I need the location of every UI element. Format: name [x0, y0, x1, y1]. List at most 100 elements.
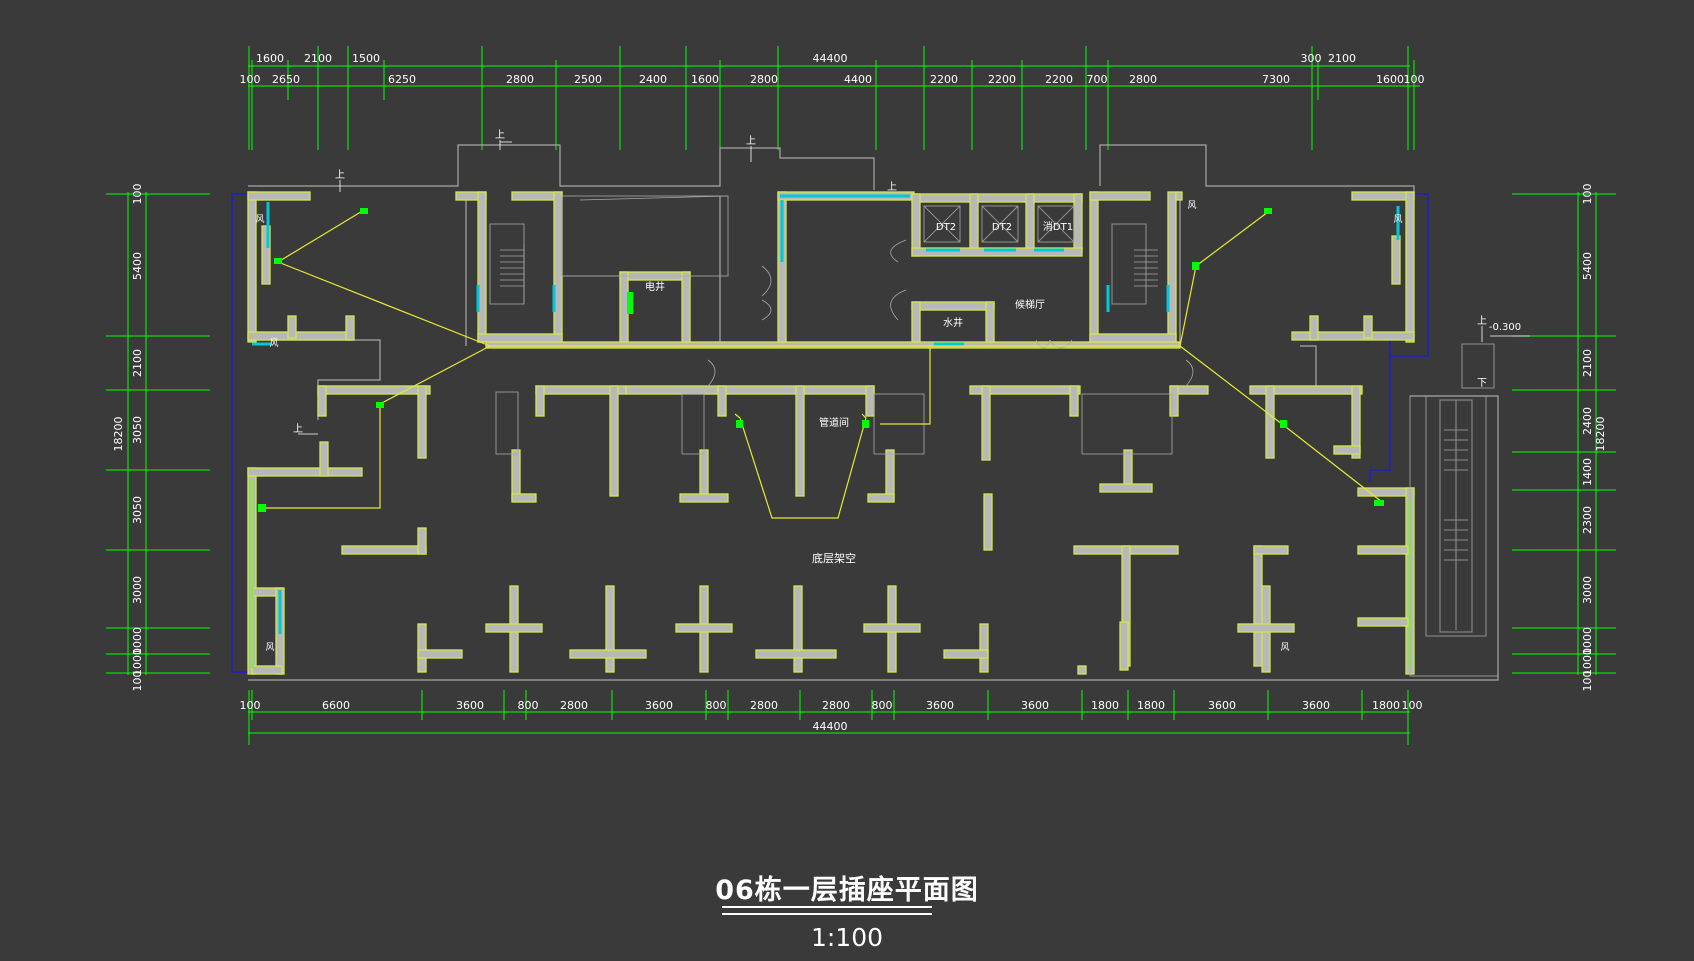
room-label-wind-5: 风	[1393, 214, 1402, 225]
dimension-lines	[106, 65, 1616, 734]
dim-bot-6: 800	[706, 699, 727, 712]
mark-up-2: 上	[335, 169, 345, 181]
dim-bot-overall: 44400	[813, 720, 848, 733]
dim-top-r2-8: 4400	[844, 73, 872, 86]
dim-top-r2-13: 2800	[1129, 73, 1157, 86]
socket-wiring	[262, 209, 1383, 519]
dim-bot-15: 3600	[1302, 699, 1330, 712]
dim-top-r2-11: 2200	[1045, 73, 1073, 86]
dim-top-r2-2: 6250	[388, 73, 416, 86]
dim-bot-4: 2800	[560, 699, 588, 712]
walls	[247, 191, 1415, 675]
dim-left-4: 3050	[131, 496, 144, 524]
dim-right-4: 1400	[1581, 458, 1594, 486]
dim-bot-7: 2800	[750, 699, 778, 712]
sockets	[258, 208, 1384, 512]
bottom-dimension-labels: 100 6600 3600 800 2800 3600 800 2800 280…	[240, 699, 1423, 733]
dim-top-r2-7: 2800	[750, 73, 778, 86]
dim-bot-0: 100	[240, 699, 261, 712]
dim-top-r2-9: 2200	[930, 73, 958, 86]
dim-top-r2-14: 7300	[1262, 73, 1290, 86]
socket-icon	[627, 292, 633, 314]
dim-left-5: 3000	[131, 576, 144, 604]
socket-icon	[1264, 208, 1272, 214]
dim-bot-16: 1800	[1372, 699, 1400, 712]
room-labels: DT2 DT2 消DT1 候梯厅 电井 水井 管道间 底层架空 风 风 风 风 …	[255, 200, 1402, 653]
room-label-pipe-room: 管道间	[819, 416, 849, 429]
dim-right-0: 100	[1581, 184, 1594, 205]
dim-top-r1-0: 1600	[256, 52, 284, 65]
dim-top-r2-10: 2200	[988, 73, 1016, 86]
dim-bot-13: 1800	[1137, 699, 1165, 712]
dim-right-7: 1000	[1581, 627, 1594, 655]
drawing-scale: 1:100	[810, 923, 884, 952]
socket-icon	[274, 258, 282, 264]
mark-leaders	[298, 140, 1530, 435]
dim-top-r2-12: 700	[1087, 73, 1108, 86]
dim-right-overall: 18200	[1594, 417, 1607, 452]
room-label-elevator-dt2b: DT2	[992, 222, 1012, 233]
dim-right-2: 2100	[1581, 349, 1594, 377]
mark-up-3: 上	[746, 135, 756, 147]
socket-icon	[258, 504, 266, 512]
dim-left-overall: 18200	[112, 417, 125, 452]
dim-top-r2-3: 2800	[506, 73, 534, 86]
dim-bot-8: 2800	[822, 699, 850, 712]
dim-left-0: 100	[131, 184, 144, 205]
dim-bot-14: 3600	[1208, 699, 1236, 712]
dim-right-1: 5400	[1581, 252, 1594, 280]
room-label-ground-floor: 底层架空	[812, 551, 856, 565]
dim-top-overall: 44400	[813, 52, 848, 65]
top-dimension-ticks	[248, 46, 1415, 150]
dim-top-r1-3: 300	[1301, 52, 1322, 65]
dim-left-2: 2100	[131, 349, 144, 377]
blue-wiring	[231, 193, 1429, 673]
mark-up-4: 上	[887, 181, 897, 193]
room-label-elevator-dt2: DT2	[936, 222, 956, 233]
socket-icon	[736, 420, 743, 428]
socket-icon	[1192, 262, 1199, 270]
left-dimension-labels: 18200 100 5400 2100 3050 3050 3000 1000 …	[112, 184, 144, 692]
room-label-wind-3: 风	[265, 642, 274, 653]
socket-icon	[1374, 500, 1384, 506]
windows	[252, 194, 1400, 634]
room-label-water-shaft: 水井	[943, 316, 963, 329]
dim-right-6: 3000	[1581, 576, 1594, 604]
top-dimension-labels: 44400 1600 2100 1500 300 2100 100 2650 6…	[240, 52, 1425, 86]
room-label-wind-1: 风	[255, 214, 264, 225]
dim-left-1: 5400	[131, 252, 144, 280]
dim-bot-2: 3600	[456, 699, 484, 712]
dim-top-r2-16: 100	[1404, 73, 1425, 86]
dim-top-r2-1: 2650	[272, 73, 300, 86]
title-underline	[722, 906, 932, 915]
dim-left-6: 1000	[131, 627, 144, 655]
dim-top-r2-15: 1600	[1376, 73, 1404, 86]
dim-bot-9: 800	[872, 699, 893, 712]
dim-top-r1-2: 1500	[352, 52, 380, 65]
mark-level: -0.300	[1489, 322, 1521, 333]
dim-left-8: 100	[131, 671, 144, 692]
dim-bot-10: 3600	[926, 699, 954, 712]
right-dimension-labels: 18200 100 5400 2100 2400 1400 2300 3000 …	[1581, 184, 1607, 692]
dim-top-r1-4: 2100	[1328, 52, 1356, 65]
bottom-dimension-ticks	[248, 690, 1409, 745]
dim-top-r2-5: 2400	[639, 73, 667, 86]
room-label-wind-4: 风	[1187, 200, 1196, 211]
stair-details	[489, 195, 1499, 677]
dim-bot-3: 800	[518, 699, 539, 712]
socket-icon	[1280, 420, 1287, 428]
dim-right-3: 2400	[1581, 407, 1594, 435]
drawing-title: 06栋一层插座平面图	[715, 875, 979, 906]
dim-right-9: 100	[1581, 671, 1594, 692]
socket-icon	[376, 402, 384, 408]
dim-bot-17: 100	[1402, 699, 1423, 712]
dim-top-r2-4: 2500	[574, 73, 602, 86]
room-label-wind-2: 风	[269, 338, 278, 349]
mark-up-1: 上	[495, 129, 505, 141]
room-label-lobby: 候梯厅	[1015, 298, 1045, 311]
room-label-electric-shaft: 电井	[645, 280, 665, 293]
mark-up-6: 上	[1477, 315, 1487, 327]
dim-right-5: 2300	[1581, 506, 1594, 534]
mark-down-1: 下	[1477, 378, 1487, 389]
